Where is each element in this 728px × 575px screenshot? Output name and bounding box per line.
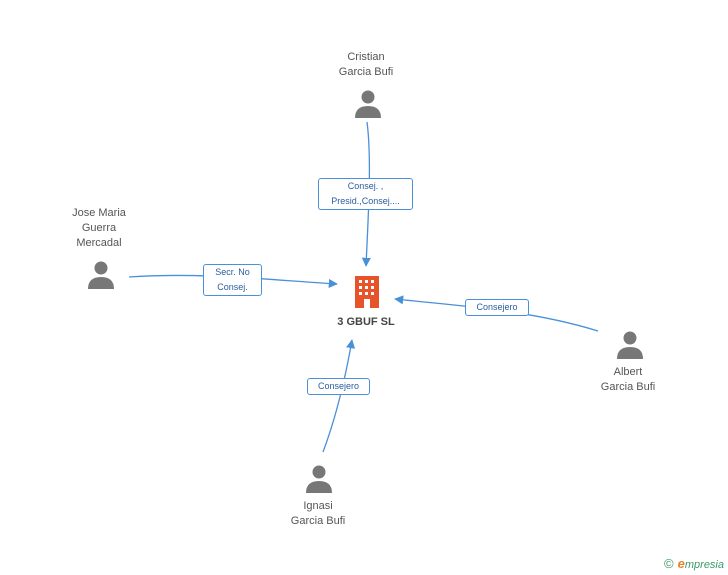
- name-line: Ignasi: [303, 500, 333, 512]
- edge-label-line: Consejero: [476, 302, 518, 312]
- person-cristian[interactable]: [355, 90, 381, 119]
- person-icon: [617, 331, 643, 359]
- person-ignasi-name[interactable]: Ignasi Garcia Bufi: [291, 499, 345, 529]
- company-name[interactable]: 3 GBUF SL: [337, 316, 395, 328]
- person-jose[interactable]: [88, 261, 114, 290]
- name-line: Garcia Bufi: [338, 66, 394, 78]
- building-icon: [355, 276, 379, 308]
- name-line: Cristian: [347, 51, 385, 63]
- name-line: Guerra: [81, 222, 117, 234]
- empresia-footer: © empresia: [664, 556, 724, 571]
- person-icon: [306, 465, 332, 493]
- edge-label-line: Consej.: [217, 282, 248, 292]
- edge-label-line: Presid.,Consej....: [331, 196, 400, 206]
- person-icon: [88, 261, 114, 289]
- edge-label-line: Secr. No: [215, 267, 250, 277]
- edge-label-ignasi[interactable]: Consejero: [307, 378, 370, 395]
- logo-e: e: [677, 556, 685, 571]
- empresia-logo[interactable]: empresia: [678, 556, 724, 571]
- name-line: Mercadal: [76, 237, 122, 249]
- person-cristian-name[interactable]: Cristian Garcia Bufi: [339, 50, 393, 80]
- edge-label-line: Consej. ,: [347, 181, 384, 191]
- name-line: Garcia Bufi: [600, 381, 656, 393]
- logo-text: mpresia: [684, 559, 724, 571]
- person-jose-name[interactable]: Jose Maria Guerra Mercadal: [72, 206, 126, 251]
- person-albert-name[interactable]: Albert Garcia Bufi: [601, 365, 655, 395]
- edge-label-albert[interactable]: Consejero: [465, 299, 529, 316]
- person-albert[interactable]: [617, 331, 643, 360]
- person-icon: [355, 90, 381, 118]
- name-line: Albert: [613, 366, 643, 378]
- company-node[interactable]: [355, 276, 379, 308]
- edge-label-jose[interactable]: Secr. No Consej.: [203, 264, 262, 296]
- copyright-symbol: ©: [664, 556, 674, 571]
- edge-label-cristian[interactable]: Consej. , Presid.,Consej....: [318, 178, 413, 210]
- edge-ignasi: [322, 339, 356, 453]
- name-line: Jose Maria: [72, 207, 126, 219]
- edge-label-line: Consejero: [317, 381, 360, 391]
- name-line: Garcia Bufi: [290, 515, 346, 527]
- person-ignasi[interactable]: [306, 465, 332, 494]
